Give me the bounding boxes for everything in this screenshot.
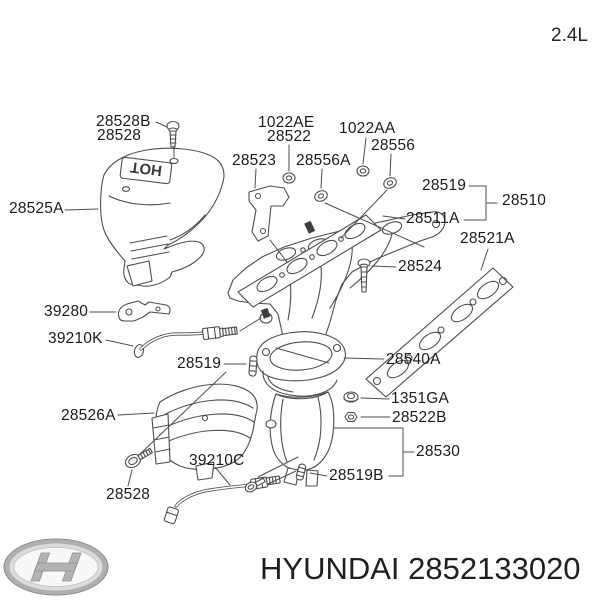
part-label-28521A: 28521A [460, 230, 515, 247]
support-bracket [248, 185, 290, 242]
exhaust-manifold [227, 211, 446, 351]
manifold-gasket [237, 214, 382, 308]
upper-heat-shield: HOT [100, 147, 225, 287]
fitting-bolt [244, 477, 266, 493]
part-label-39210K: 39210K [48, 330, 103, 347]
footer-title: HYUNDAI 2852133020 [260, 553, 581, 584]
stud-28519-mid [248, 355, 258, 377]
part-label-28525A: 28525A [9, 200, 64, 217]
part-label-28556A: 28556A [296, 152, 351, 169]
part-label-28519-mid: 28519 [177, 355, 222, 372]
brand-name: HYUNDAI [260, 551, 400, 586]
catalyst-flange [256, 331, 346, 397]
hyundai-h-mark [30, 552, 82, 582]
part-label-28519B: 28519B [329, 467, 384, 484]
part-label-28510: 28510 [502, 192, 547, 209]
part-label-28528-top: 28528 [97, 127, 142, 144]
part-label-28511A: 28511A [406, 210, 460, 227]
part-label-28528-bot: 28528 [106, 486, 151, 503]
part-label-28519-top: 28519 [422, 177, 467, 194]
engine-size-badge: 2.4L [551, 25, 588, 46]
lower-heat-shield [151, 383, 258, 481]
stud-28519B [295, 463, 307, 481]
oxygen-sensor-upper [133, 326, 238, 358]
part-label-28522: 28522 [267, 128, 312, 145]
part-label-28540A: 28540A [386, 351, 441, 368]
hot-marking-plate: HOT [119, 156, 173, 185]
oxygen-sensor-lower [163, 475, 281, 525]
leader-lines [64, 121, 498, 487]
part-label-28524: 28524 [398, 258, 443, 275]
part-label-39210C: 39210C [189, 452, 245, 469]
part-label-1022AA: 1022AA [339, 120, 396, 137]
nut-28522B [344, 412, 358, 422]
lower-gasket [365, 267, 514, 398]
nut-1351GA [343, 391, 359, 403]
part-label-1351GA: 1351GA [391, 390, 450, 407]
part-number: 2852133020 [408, 551, 581, 586]
part-label-28522B: 28522B [392, 409, 447, 426]
part-label-28526A: 28526A [61, 407, 116, 424]
hyundai-logo [3, 538, 109, 596]
bolt-28528-bottom [124, 447, 153, 469]
washer-28556 [383, 177, 397, 189]
part-label-28530: 28530 [416, 443, 461, 460]
part-label-28556: 28556 [371, 137, 416, 154]
bolt-28528-top [166, 120, 180, 148]
nut-28522 [282, 172, 296, 184]
bolt-28524 [357, 258, 371, 293]
part-label-1022AE: 1022AE [258, 114, 315, 131]
part-label-39280: 39280 [44, 303, 89, 320]
hose-bracket [117, 300, 171, 322]
hot-marking: HOT [129, 158, 163, 179]
catalytic-converter [265, 391, 335, 487]
washer-28556A [314, 190, 328, 202]
part-label-28528B: 28528B [96, 113, 151, 130]
part-label-28523: 28523 [232, 152, 277, 169]
nut-1022AA [356, 165, 370, 177]
